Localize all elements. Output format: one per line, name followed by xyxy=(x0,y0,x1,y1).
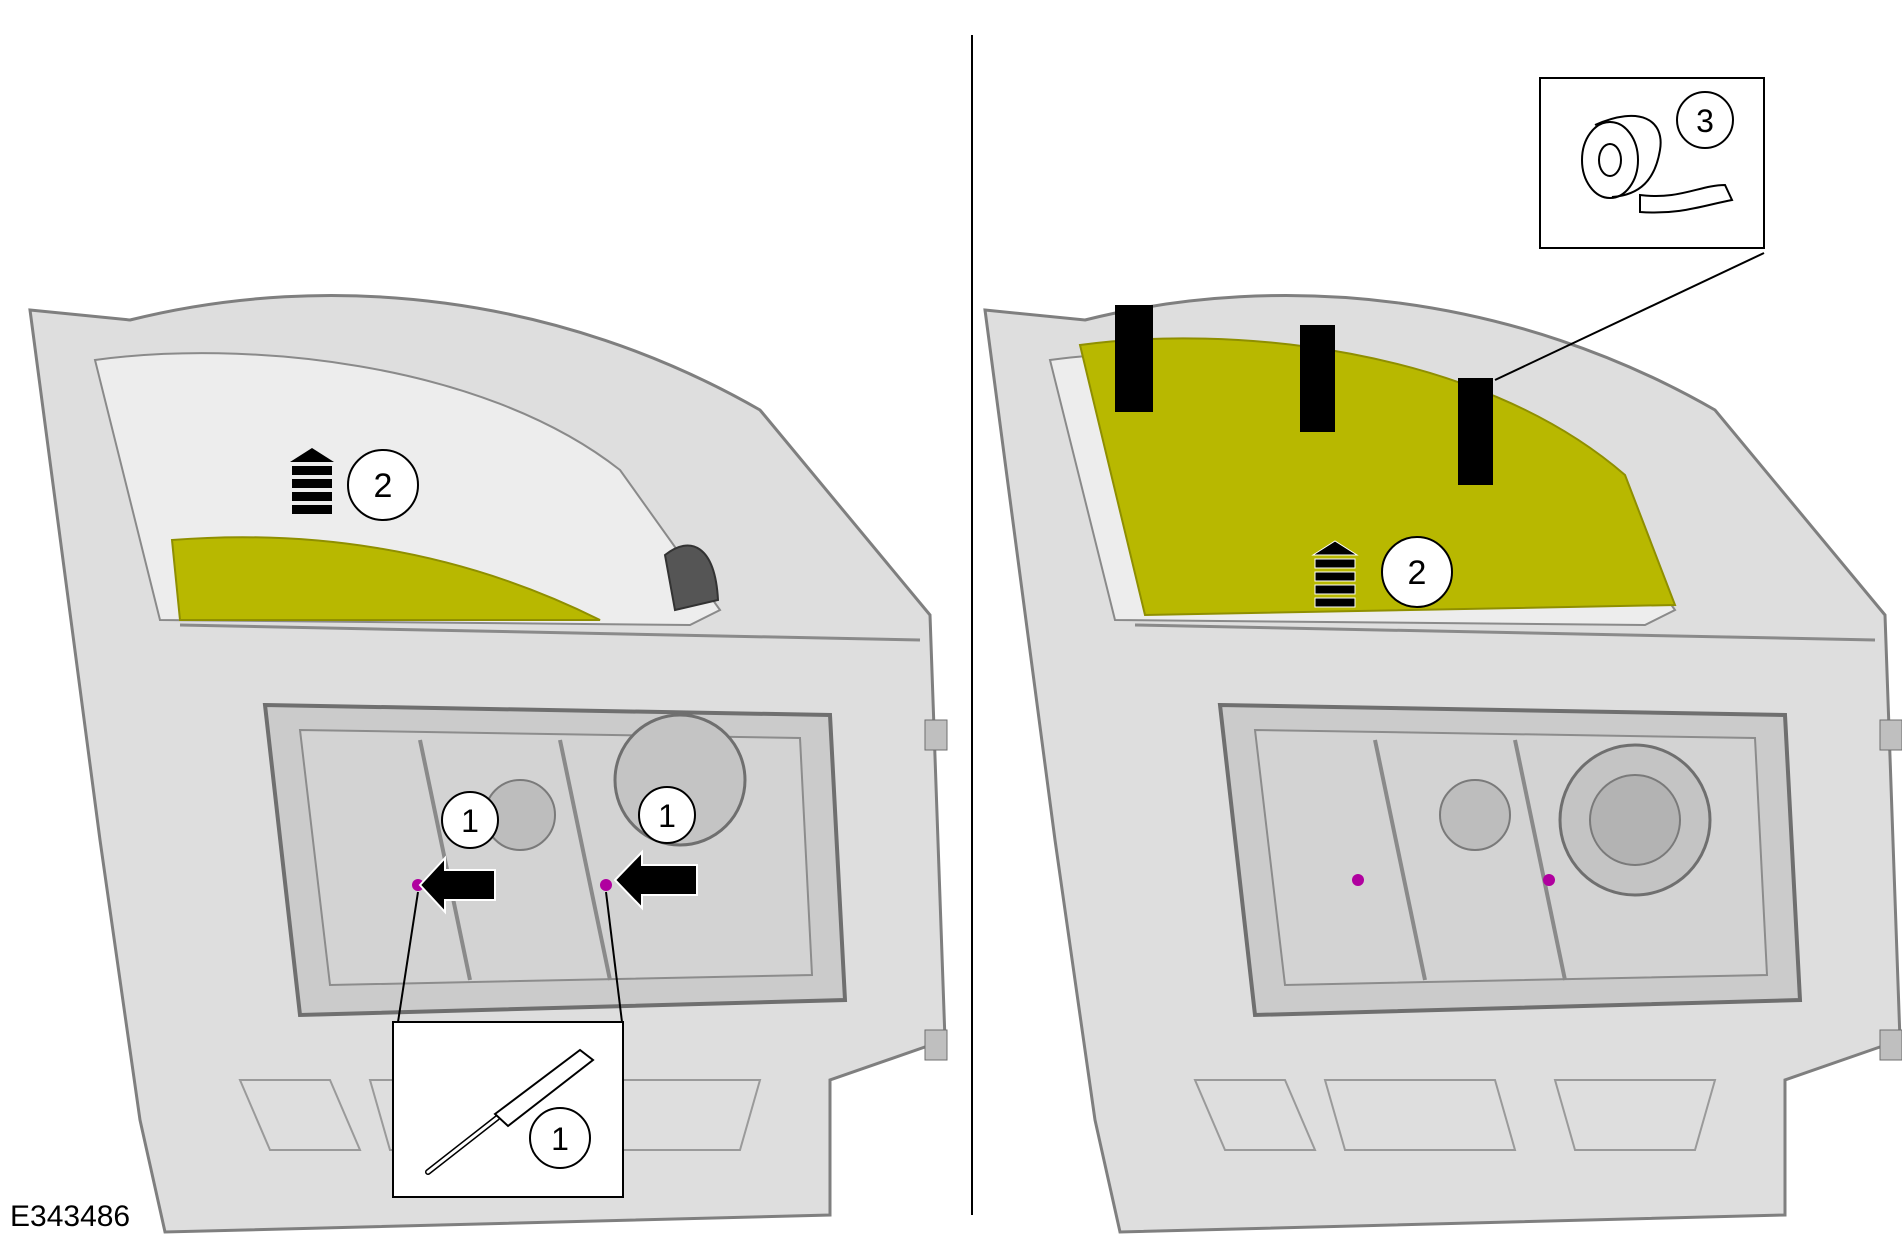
figure-id: E343486 xyxy=(10,1200,131,1233)
callout-1-label: 1 xyxy=(551,1121,569,1157)
tape-strip xyxy=(1300,325,1335,432)
callout-3-circle xyxy=(1676,91,1734,149)
callout-2-label: 2 xyxy=(374,467,393,505)
tool-inset: 1 xyxy=(392,1021,624,1198)
callout-3-label: 3 xyxy=(1696,103,1714,139)
clip xyxy=(1543,874,1555,886)
callout-1-circle xyxy=(638,786,696,844)
trim-tool-icon xyxy=(425,1048,595,1175)
glass-lowered xyxy=(170,536,601,621)
clip xyxy=(600,879,612,891)
callout-1-circle xyxy=(441,791,499,849)
callout-2-label: 2 xyxy=(1408,554,1427,592)
clip xyxy=(1352,874,1364,886)
tape-inset: 3 xyxy=(1539,77,1765,249)
callout-2-circle xyxy=(347,449,419,521)
mirror-mount xyxy=(663,544,720,612)
tape-strip xyxy=(1458,378,1493,485)
callout-1-label: 1 xyxy=(658,798,676,834)
left-arrow-icon xyxy=(613,849,698,911)
tape-leader xyxy=(1494,252,1765,381)
callout-1-label: 1 xyxy=(461,803,479,839)
callout-2-circle xyxy=(1381,536,1453,608)
callout-1-circle xyxy=(529,1107,591,1169)
right-door: 2 xyxy=(983,293,1902,1234)
tape-strip xyxy=(1115,305,1153,412)
clip xyxy=(412,879,424,891)
left-arrow-icon xyxy=(418,855,496,915)
left-door: 1 1 2 1 xyxy=(28,293,949,1234)
glass-raised xyxy=(1078,337,1677,617)
stacked-up-arrow-icon xyxy=(1311,540,1359,608)
tape-roll-icon xyxy=(1581,115,1734,214)
stacked-up-arrow-icon xyxy=(290,448,334,514)
